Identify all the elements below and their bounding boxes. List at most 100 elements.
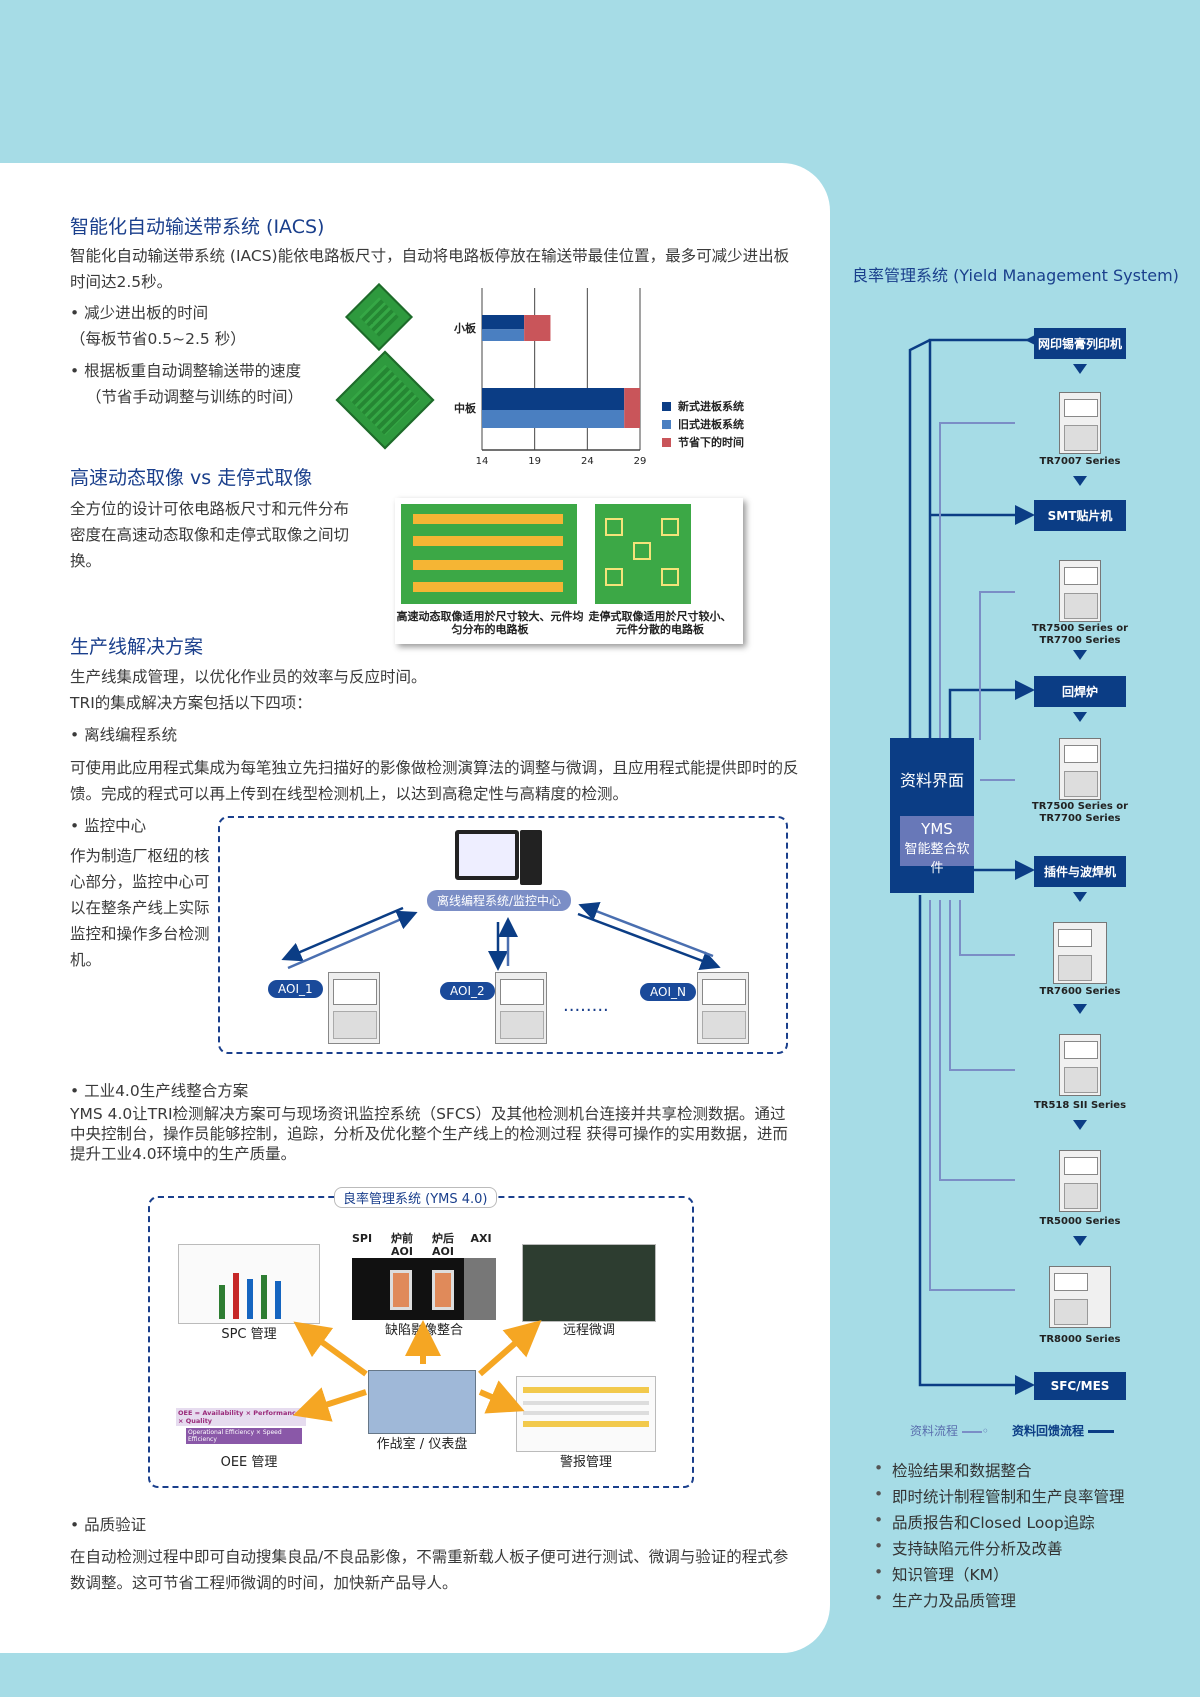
down-arrow-1 bbox=[1073, 364, 1087, 374]
machine-tr7007 bbox=[1059, 392, 1101, 454]
legend-feedback-flow-label: 资料回馈流程 bbox=[1012, 1424, 1085, 1438]
monitoring-arrows: ........ bbox=[281, 902, 721, 1016]
x-tick-24: 24 bbox=[581, 456, 594, 465]
alarm-label: 警报管理 bbox=[559, 1455, 612, 1470]
computer-tower-icon bbox=[520, 830, 542, 885]
imaging-title: 高速动态取像 vs 走停式取像 bbox=[70, 467, 313, 489]
bar-new-1 bbox=[482, 388, 625, 410]
flow-box-printer: 网印锡膏列印机 bbox=[1034, 328, 1126, 359]
yms-sub-label: 智能整合软件 bbox=[904, 842, 970, 876]
machine-tr7500-a bbox=[1059, 560, 1101, 622]
yms-title: 良率管理系统 (YMS 4.0) bbox=[334, 1187, 497, 1208]
continuous-imaging-image bbox=[401, 504, 577, 604]
iacs-title: 智能化自动输送带系统 (IACS) bbox=[70, 216, 325, 238]
sidebar-bullet-2: 即时统计制程管制和生产良率管理 bbox=[874, 1485, 1124, 1507]
machine-label-tr7007: TR7007 Series bbox=[1039, 456, 1121, 467]
legend-feedback-flow: 资料回馈流程 bbox=[1012, 1422, 1115, 1439]
imaging-figure: 高速动态取像适用於尺寸较大、元件均匀分布的电路板 走停式取像适用於尺寸较小、元件… bbox=[395, 498, 743, 644]
spc-label: SPC 管理 bbox=[221, 1327, 277, 1342]
legend-label-1: 旧式进板系统 bbox=[678, 417, 744, 431]
iacs-bullet1-sub: （每板节省0.5~2.5 秒） bbox=[70, 330, 246, 348]
legend-swatch-1 bbox=[662, 420, 671, 429]
down-arrow-4 bbox=[1073, 712, 1087, 722]
flow-box-reflow: 回焊炉 bbox=[1034, 676, 1126, 707]
item4-title: • 品质验证 bbox=[70, 1516, 147, 1534]
imaging-desc: 全方位的设计可依电路板尺寸和元件分布密度在高速动态取像和走停式取像之间切换。 bbox=[70, 500, 350, 570]
category-label-0: 小板 bbox=[453, 321, 477, 335]
machine-label-tr7600: TR7600 Series bbox=[1039, 986, 1121, 997]
item3-desc: YMS 4.0让TRI检测解决方案可与现场资讯监控系统（SFCS）及其他检测机台… bbox=[70, 1105, 788, 1163]
down-arrow-3 bbox=[1073, 650, 1087, 660]
svg-text:........: ........ bbox=[563, 995, 609, 1016]
aoin-label: AOI_N bbox=[640, 983, 696, 1001]
iacs-bullet1: • 减少进出板的时间 bbox=[70, 304, 209, 322]
sidebar-bullet-6: 生产力及品质管理 bbox=[874, 1589, 1016, 1611]
flow-box-wave: 插件与波焊机 bbox=[1034, 856, 1126, 887]
machine-label-tr8000: TR8000 Series bbox=[1039, 1334, 1121, 1345]
data-interface-label: 资料界面 bbox=[899, 771, 964, 790]
monitor-icon bbox=[455, 830, 519, 880]
aoin-machine bbox=[697, 972, 749, 1044]
bar-old-1 bbox=[482, 410, 625, 428]
machine-tr7500-b bbox=[1059, 738, 1101, 800]
spi-label: SPI bbox=[351, 1232, 373, 1245]
yms-label: YMS bbox=[921, 820, 953, 838]
stop-go-imaging-caption: 走停式取像适用於尺寸较小、元件分散的电路板 bbox=[588, 610, 732, 636]
sidebar-flow-lines bbox=[908, 330, 1045, 1395]
legend-data-flow: 资料流程 ◦ bbox=[910, 1424, 989, 1438]
production-desc1: 生产线集成管理，以优化作业员的效率与反应时间。 bbox=[70, 668, 427, 686]
production-title: 生产线解决方案 bbox=[70, 636, 204, 658]
machine-tr518 bbox=[1059, 1034, 1101, 1096]
machine-tr7600 bbox=[1053, 922, 1107, 984]
production-desc2: TRI的集成解决方案包括以下四项： bbox=[70, 694, 312, 712]
axi-label: AXI bbox=[470, 1232, 492, 1245]
defect-images bbox=[352, 1258, 496, 1320]
alarm-screenshot bbox=[516, 1376, 656, 1452]
iacs-desc: 智能化自动输送带系统 (IACS)能依电路板尺寸，自动将电路板停放在输送带最佳位… bbox=[70, 247, 790, 291]
legend-swatch-2 bbox=[662, 438, 671, 447]
down-arrow-6 bbox=[1073, 1004, 1087, 1014]
x-tick-14: 14 bbox=[476, 456, 489, 465]
legend-label-2: 节省下的时间 bbox=[678, 435, 744, 449]
aoi2-label: AOI_2 bbox=[440, 982, 495, 1000]
war-room-label: 作战室 / 仪表盘 bbox=[376, 1437, 468, 1452]
center-label: 离线编程系统/监控中心 bbox=[427, 890, 572, 911]
item1-title: • 离线编程系统 bbox=[70, 726, 178, 744]
item4-desc: 在自动检测过程中即可自动搜集良品/不良品影像，不需重新载人板子便可进行测试、微调… bbox=[70, 1548, 789, 1592]
aoi2-machine bbox=[495, 972, 547, 1044]
legend-label-0: 新式进板系统 bbox=[678, 399, 744, 413]
post-aoi-label: 炉后 AOI bbox=[432, 1232, 454, 1258]
item1-desc: 可使用此应用程式集成为每笔独立先扫描好的影像做检测演算法的调整与微调，且应用程式… bbox=[70, 759, 799, 803]
aoi1-machine bbox=[328, 972, 380, 1044]
oee-label: OEE 管理 bbox=[220, 1455, 278, 1470]
down-arrow-5 bbox=[1073, 892, 1087, 902]
item3-title: • 工业4.0生产线整合方案 bbox=[70, 1082, 249, 1100]
bar-saved-1 bbox=[624, 388, 640, 428]
yms-orange-arrows bbox=[292, 1320, 542, 1422]
sidebar-title: 良率管理系统 (Yield Management System) bbox=[852, 266, 1179, 285]
sidebar-bullet-4: 支持缺陷元件分析及改善 bbox=[874, 1537, 1062, 1559]
down-arrow-7 bbox=[1073, 1120, 1087, 1130]
stop-go-imaging-image bbox=[595, 504, 691, 604]
remote-screenshot bbox=[522, 1244, 656, 1322]
war-room-screenshot bbox=[368, 1370, 476, 1434]
iacs-bullet2-sub: （节省手动调整与训练的时间） bbox=[86, 388, 304, 406]
sidebar-bullet-1: 检验结果和数据整合 bbox=[874, 1459, 1031, 1481]
machine-label-tr5000: TR5000 Series bbox=[1039, 1216, 1121, 1227]
down-arrow-8 bbox=[1073, 1236, 1087, 1246]
continuous-imaging-caption: 高速动态取像适用於尺寸较大、元件均匀分布的电路板 bbox=[396, 610, 584, 636]
item2-title: • 监控中心 bbox=[70, 817, 147, 835]
machine-tr8000 bbox=[1049, 1266, 1111, 1328]
x-tick-19: 19 bbox=[528, 456, 541, 465]
pre-aoi-label: 炉前 AOI bbox=[391, 1232, 413, 1258]
iacs-bullet2: • 根据板重自动调整输送带的速度 bbox=[70, 362, 302, 380]
oee-formula: OEE = Availability × Performance × Quali… bbox=[176, 1408, 306, 1426]
legend-data-flow-label: 资料流程 bbox=[910, 1424, 959, 1438]
flow-box-sfc: SFC/MES bbox=[1034, 1372, 1126, 1400]
down-arrow-2 bbox=[1073, 476, 1087, 486]
data-interface-box: 资料界面 YMS 智能整合软件 bbox=[890, 738, 974, 893]
machine-label-tr7500-a: TR7500 Series or TR7700 Series bbox=[1031, 623, 1129, 646]
sidebar-bullet-3: 品质报告和Closed Loop追踪 bbox=[874, 1511, 1095, 1533]
legend-swatch-0 bbox=[662, 402, 671, 411]
